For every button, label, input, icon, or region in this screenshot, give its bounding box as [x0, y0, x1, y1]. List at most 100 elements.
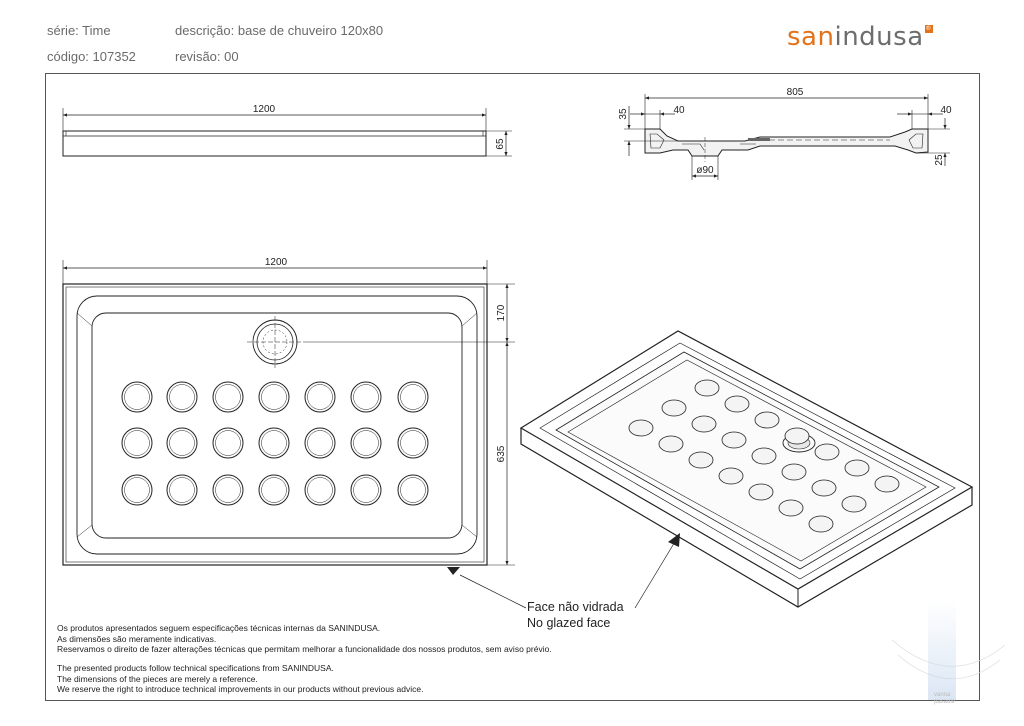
- iso-stud-0-1: [658, 435, 684, 453]
- iso-stud-1-0: [661, 399, 687, 417]
- logo-part-san: san: [787, 22, 835, 52]
- stud-0-5: [350, 381, 382, 413]
- callout-line-pt: Face não vidrada: [527, 600, 624, 614]
- sanindusa-logo: sanindusa ®: [787, 22, 933, 52]
- stud-inner-0-2: [215, 384, 241, 410]
- stud-2-1: [166, 474, 198, 506]
- dim-top-width: 1200: [253, 104, 276, 115]
- revisao-label: revisão: 00: [175, 49, 239, 64]
- stud-2-0: [121, 474, 153, 506]
- stud-1-4: [304, 427, 336, 459]
- note-en-1: The presented products follow technical …: [57, 663, 334, 673]
- drawing-frame: [45, 73, 980, 701]
- iso-stud-2-3: [784, 427, 810, 445]
- iso-stud-2-2: [754, 411, 780, 429]
- iso-stud-2-0: [694, 379, 720, 397]
- stud-0-6: [397, 381, 429, 413]
- stud-0-4: [304, 381, 336, 413]
- note-en-3: We reserve the right to introduce techni…: [57, 684, 424, 695]
- codigo-label: código: 107352: [47, 49, 136, 64]
- stud-1-3: [258, 427, 290, 459]
- dim-side-height: 65: [495, 138, 506, 150]
- iso-stud-0-2: [688, 451, 714, 469]
- stud-inner-2-4: [307, 477, 333, 503]
- iso-stud-0-0: [628, 419, 654, 437]
- isometric-view: [459, 330, 1006, 680]
- note-en-2: The dimensions of the pieces are merely …: [57, 673, 258, 684]
- iso-stud-1-2: [721, 431, 747, 449]
- cross-section: 805 40 40 35 25 ø90: [618, 87, 952, 180]
- stud-inner-1-6: [400, 430, 426, 456]
- stud-2-2: [212, 474, 244, 506]
- logo-mark-icon: ®: [924, 25, 933, 33]
- stud-inner-1-4: [307, 430, 333, 456]
- anti-slip-studs: [121, 381, 429, 506]
- dim-plan-width: 1200: [265, 257, 288, 268]
- face-callout: Face não vidrada No glazed face: [527, 599, 624, 631]
- stud-inner-0-4: [307, 384, 333, 410]
- stud-2-4: [304, 474, 336, 506]
- iso-stud-2-6: [874, 475, 900, 493]
- dim-section-width: 805: [787, 87, 804, 98]
- descricao-label: descrição: base de chuveiro 120x80: [175, 23, 384, 38]
- dim-section-left-40: 40: [673, 105, 685, 116]
- logo-part-indusa: indusa: [834, 22, 924, 52]
- note-pt-3: Reservamos o direito de fazer alterações…: [57, 644, 552, 655]
- iso-stud-2-1: [724, 395, 750, 413]
- iso-stud-1-5: [811, 479, 837, 497]
- dim-section-25: 25: [934, 154, 945, 166]
- dim-plan-170: 170: [496, 304, 507, 321]
- iso-stud-0-3: [718, 467, 744, 485]
- iso-stud-0-6: [808, 515, 834, 533]
- stud-inner-2-3: [261, 477, 287, 503]
- dim-section-35: 35: [618, 108, 629, 120]
- stud-inner-1-1: [169, 430, 195, 456]
- callout-line-en: No glazed face: [527, 616, 611, 630]
- watermark-line-2: pasaule: [934, 699, 956, 705]
- iso-anti-slip-studs: [628, 379, 900, 533]
- stud-1-6: [397, 427, 429, 459]
- iso-stud-0-4: [748, 483, 774, 501]
- stud-1-0: [121, 427, 153, 459]
- stud-inner-0-5: [353, 384, 379, 410]
- iso-stud-1-1: [691, 415, 717, 433]
- stud-0-3: [258, 381, 290, 413]
- stud-inner-1-0: [124, 430, 150, 456]
- dim-section-right-40: 40: [940, 105, 952, 116]
- stud-0-1: [166, 381, 198, 413]
- iso-stud-2-5: [844, 459, 870, 477]
- stud-inner-2-6: [400, 477, 426, 503]
- serie-label: série: Time: [47, 23, 111, 38]
- notes-pt: Os produtos apresentados seguem especifi…: [57, 623, 552, 655]
- iso-stud-1-3: [751, 447, 777, 465]
- iso-stud-2-4: [814, 443, 840, 461]
- note-pt-1: Os produtos apresentados seguem especifi…: [57, 623, 381, 633]
- watermark-line-1: vanna: [934, 692, 951, 698]
- dim-section-drain: ø90: [696, 165, 714, 176]
- stud-0-0: [121, 381, 153, 413]
- watermark-bar: [928, 600, 956, 700]
- stud-inner-1-3: [261, 430, 287, 456]
- stud-1-5: [350, 427, 382, 459]
- stud-inner-1-5: [353, 430, 379, 456]
- stud-inner-2-2: [215, 477, 241, 503]
- stud-inner-2-0: [124, 477, 150, 503]
- stud-inner-0-6: [400, 384, 426, 410]
- stud-inner-2-1: [169, 477, 195, 503]
- note-pt-2: As dimensões são meramente indicativas.: [57, 633, 217, 644]
- stud-inner-0-1: [169, 384, 195, 410]
- stud-2-5: [350, 474, 382, 506]
- stud-2-3: [258, 474, 290, 506]
- notes-en: The presented products follow technical …: [57, 663, 423, 695]
- stud-1-2: [212, 427, 244, 459]
- stud-inner-0-3: [261, 384, 287, 410]
- stud-1-1: [166, 427, 198, 459]
- stud-0-2: [212, 381, 244, 413]
- stud-inner-1-2: [215, 430, 241, 456]
- stud-inner-2-5: [353, 477, 379, 503]
- iso-stud-1-6: [841, 495, 867, 513]
- side-elevation: 1200 65: [62, 104, 512, 157]
- iso-stud-1-4: [781, 463, 807, 481]
- stud-2-6: [397, 474, 429, 506]
